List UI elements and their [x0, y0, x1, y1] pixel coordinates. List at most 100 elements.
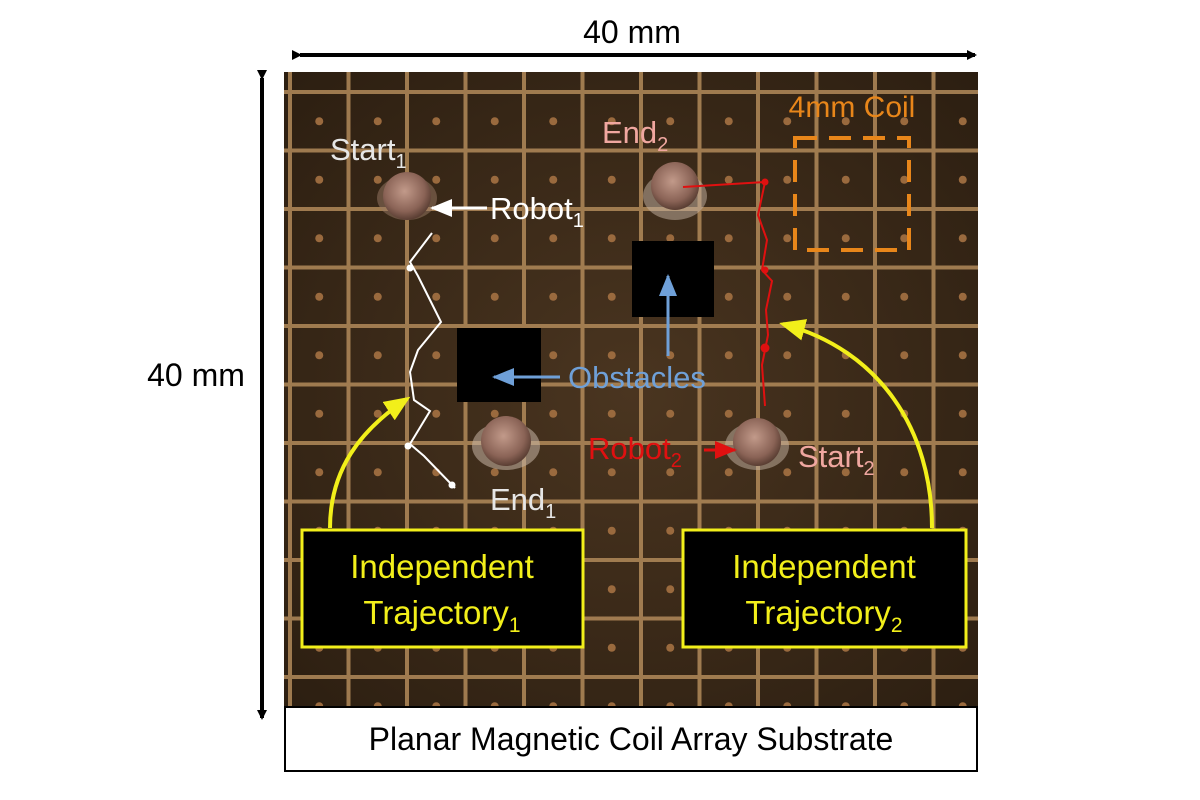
coil-pad [783, 409, 792, 418]
robot1-start-disk [377, 172, 437, 220]
coil-pad [900, 117, 909, 126]
coil-pad [549, 175, 558, 184]
robot1-end-disk [472, 416, 540, 470]
coil-pad [841, 117, 850, 126]
trajectory1-callout-arrow [328, 396, 411, 529]
coil-pad [432, 409, 441, 418]
robot2-label: Robot2 [588, 431, 682, 472]
coil-pad [958, 468, 967, 477]
coil-pad [666, 585, 675, 594]
height-dimension-label: 40 mm [147, 357, 245, 393]
coil-pad [315, 175, 324, 184]
coil-pad [549, 409, 558, 418]
coil-pad [724, 292, 733, 301]
trajectory2-line1: Independent [732, 548, 916, 585]
robot2-start-disk [725, 418, 789, 470]
coil-pad [373, 175, 382, 184]
coil-pad [549, 468, 558, 477]
coil-pad [315, 351, 324, 360]
coil-pad [607, 351, 616, 360]
coil-pad [724, 409, 733, 418]
trajectory1-callout-box [300, 528, 585, 649]
coil-pad [490, 409, 499, 418]
coil-pad [607, 292, 616, 301]
robot1-start-label: Start1 [330, 132, 407, 173]
coil-pad [607, 409, 616, 418]
coil-pad [958, 351, 967, 360]
coil-pad [607, 643, 616, 652]
robot2-end-label: End2 [602, 115, 668, 156]
coil-pad [666, 117, 675, 126]
robot1-label: Robot1 [490, 191, 584, 232]
coil-pad [549, 351, 558, 360]
coil-pad [783, 175, 792, 184]
coil-pad [958, 409, 967, 418]
coil-pad [783, 351, 792, 360]
coil-pad [783, 234, 792, 243]
coil-pad [958, 292, 967, 301]
coil-pad [432, 175, 441, 184]
coil-pad [373, 234, 382, 243]
coil-pad [783, 292, 792, 301]
coil-pad [900, 468, 909, 477]
coil-pad [724, 175, 733, 184]
coil-pad [783, 468, 792, 477]
coil-pad [958, 117, 967, 126]
coil-pad [900, 351, 909, 360]
coil-pad [549, 292, 558, 301]
coil-pad [724, 468, 733, 477]
coil-pad [841, 234, 850, 243]
robot2-start-label: Start2 [798, 439, 875, 480]
coil-pad [373, 468, 382, 477]
coil-pad [373, 292, 382, 301]
coil-pad [490, 468, 499, 477]
trajectory2-callout-arrow [779, 319, 934, 529]
coil-pad [958, 175, 967, 184]
coil-pad [432, 117, 441, 126]
coil-pad [373, 351, 382, 360]
coil-pad [373, 409, 382, 418]
coil-pad [666, 234, 675, 243]
coil-pad [666, 409, 675, 418]
coil-pad [783, 117, 792, 126]
coil-pad [607, 468, 616, 477]
trajectory1-line2: Trajectory1 [363, 594, 520, 637]
coil-pad [607, 117, 616, 126]
coil-pad [900, 175, 909, 184]
coil-pad [607, 175, 616, 184]
coil-pad [315, 234, 324, 243]
coil-pad [315, 292, 324, 301]
coil-pad [666, 643, 675, 652]
coil-label: 4mm Coil [789, 91, 916, 124]
coil-pad [724, 117, 733, 126]
trajectory1-line1: Independent [350, 548, 534, 585]
coil-pad [841, 409, 850, 418]
coil-pad [490, 117, 499, 126]
coil-pad [841, 468, 850, 477]
coil-pad [900, 292, 909, 301]
coil-outline-box [793, 136, 911, 252]
coil-pad [724, 351, 733, 360]
trajectory1-waypoints [404, 264, 456, 489]
coil-pad [841, 292, 850, 301]
coil-pad [490, 234, 499, 243]
coil-pad [315, 409, 324, 418]
coil-pad [841, 175, 850, 184]
coil-pad [315, 117, 324, 126]
coil-pad [490, 175, 499, 184]
coil-pad [549, 117, 558, 126]
trajectory2-line2: Trajectory2 [745, 594, 902, 637]
robot2-end-disk [643, 162, 707, 220]
coil-pad [607, 585, 616, 594]
coil-pad [432, 351, 441, 360]
coil-pad [549, 234, 558, 243]
coil-pad [666, 468, 675, 477]
robot1-end-label: End1 [490, 482, 556, 523]
coil-pad [373, 117, 382, 126]
trajectory2-waypoints [760, 178, 770, 353]
coil-pad [432, 292, 441, 301]
obstacle-right [632, 241, 714, 317]
trajectory1-path [408, 232, 456, 489]
coil-pad [666, 526, 675, 535]
